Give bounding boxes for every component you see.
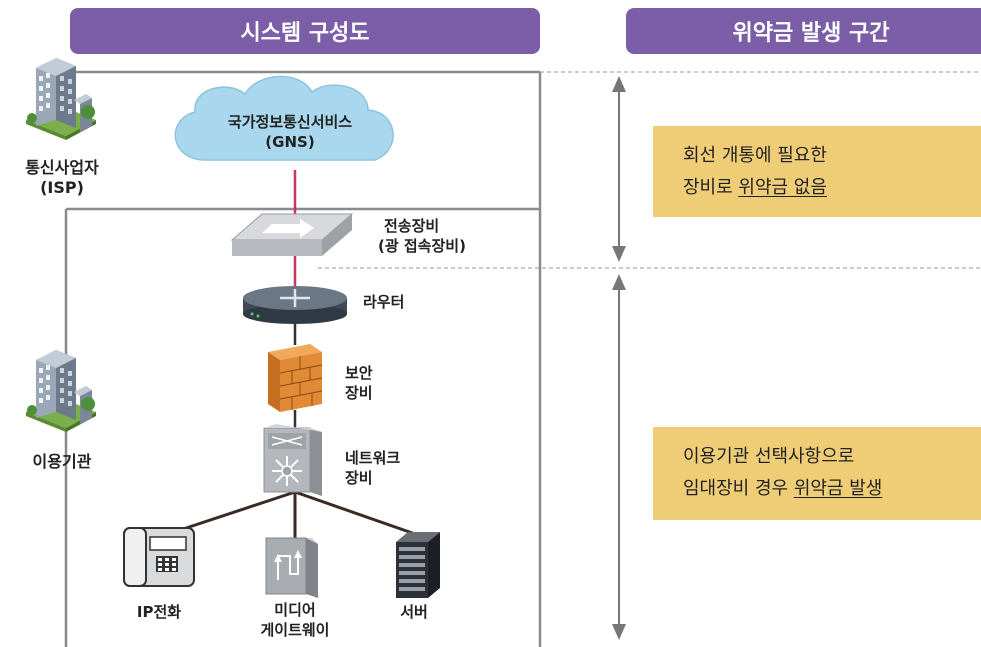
transmission-device-icon	[230, 213, 354, 256]
media-gateway-line1: 미디어	[274, 601, 316, 619]
isp-building-icon	[26, 58, 96, 140]
router-label: 라우터	[363, 293, 405, 311]
transmission-line1: 전송장비	[384, 217, 440, 235]
organization-label: 이용기관	[32, 452, 92, 471]
network-line1: 네트워크	[345, 449, 401, 467]
penalty-note-emphasis: 위약금 발생	[793, 478, 883, 499]
router-icon	[243, 286, 347, 324]
system-diagram-banner: 시스템 구성도	[70, 8, 540, 54]
network-device-label: 네트워크 장비	[345, 448, 400, 488]
no-penalty-note-plain: 장비로	[683, 177, 739, 198]
security-line2: 장비	[345, 384, 373, 402]
no-penalty-note-line1: 회선 개통에 필요한	[683, 145, 827, 166]
gns-cloud	[174, 75, 394, 161]
range-arrow-top	[612, 76, 626, 262]
ip-phone-icon	[123, 527, 195, 587]
media-gateway-label: 미디어 게이트웨이	[240, 600, 350, 640]
isp-label: 통신사업자 (ISP)	[2, 158, 122, 198]
isp-label-line2: (ISP)	[40, 178, 84, 197]
isp-label-line1: 통신사업자	[25, 158, 99, 177]
ip-phone-label: IP전화	[136, 603, 182, 621]
network-switch-icon	[263, 424, 322, 496]
network-line2: 장비	[345, 469, 373, 487]
penalty-section-banner: 위약금 발생 구간	[626, 8, 981, 54]
penalty-note-line2: 임대장비 경우 위약금 발생	[683, 473, 981, 505]
server-label: 서버	[400, 603, 428, 621]
media-gateway-icon	[265, 537, 318, 598]
no-penalty-note-line2: 장비로 위약금 없음	[683, 172, 981, 204]
gns-cloud-line1: 국가정보통신서비스	[227, 113, 353, 131]
organization-building-icon	[26, 350, 96, 432]
penalty-note-plain: 임대장비 경우	[683, 478, 794, 499]
penalty-note: 이용기관 선택사항으로 임대장비 경우 위약금 발생	[653, 427, 981, 520]
range-arrow-bottom	[612, 274, 626, 640]
firewall-icon	[268, 344, 323, 412]
section-dashed-lines	[318, 71, 981, 269]
media-gateway-line2: 게이트웨이	[260, 621, 330, 639]
penalty-note-line1: 이용기관 선택사항으로	[683, 446, 855, 467]
transmission-device-label: 전송장비 (광 접속장비)	[378, 216, 466, 256]
server-icon	[396, 532, 440, 598]
gns-cloud-label: 국가정보통신서비스 (GNS)	[195, 112, 385, 152]
security-line1: 보안	[345, 364, 373, 382]
no-penalty-note: 회선 개통에 필요한 장비로 위약금 없음	[653, 126, 981, 217]
no-penalty-note-emphasis: 위약금 없음	[738, 177, 827, 198]
transmission-line2: (광 접속장비)	[378, 237, 466, 255]
security-device-label: 보안 장비	[345, 363, 373, 403]
gns-cloud-line2: (GNS)	[265, 133, 315, 151]
